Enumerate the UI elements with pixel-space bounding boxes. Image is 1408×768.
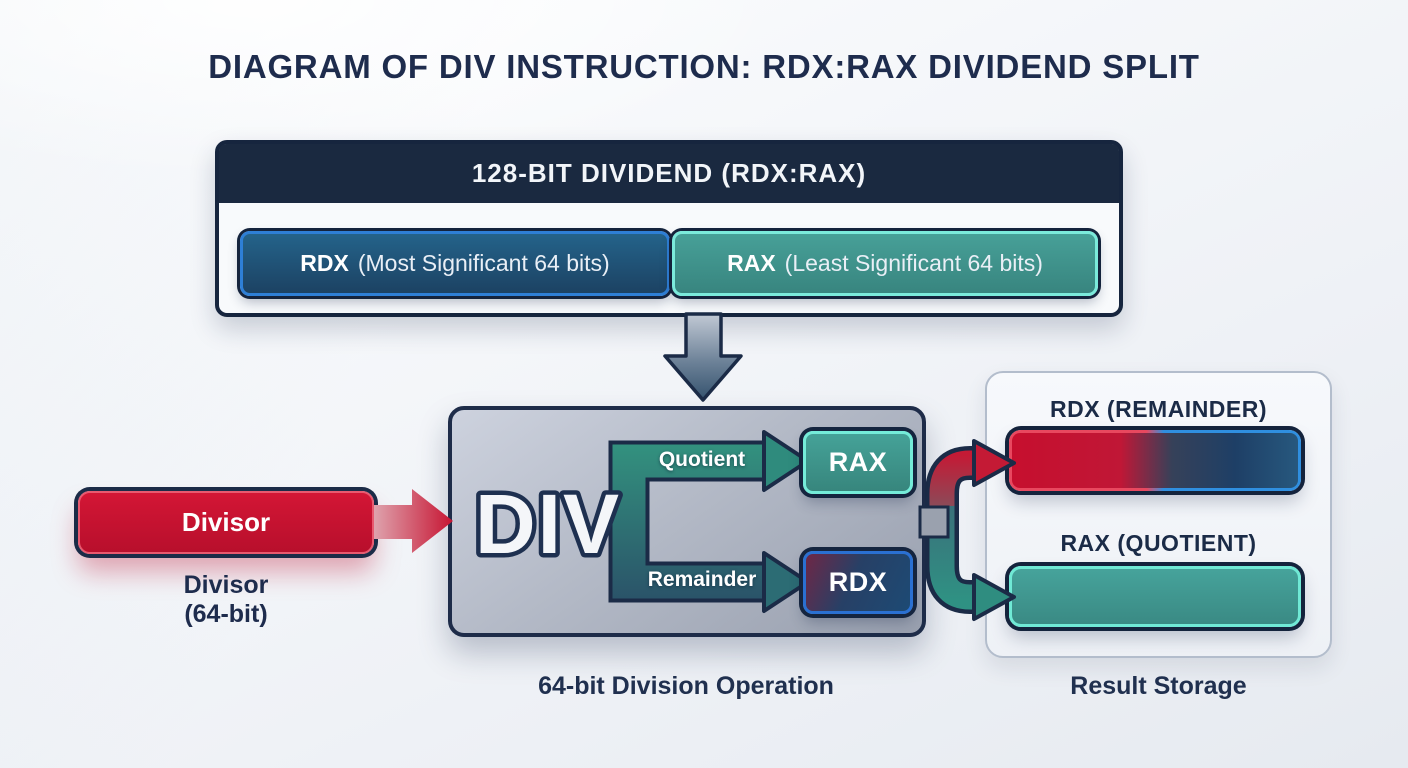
division-caption: 64-bit Division Operation: [538, 672, 834, 700]
rax-register-box: RAX (Least Significant 64 bits): [672, 231, 1098, 296]
page-title: DIAGRAM OF DIV INSTRUCTION: RDX:RAX DIVI…: [208, 48, 1200, 85]
rax-register-name: RAX: [727, 250, 776, 276]
dividend-box: 128-BIT DIVIDEND (RDX:RAX) RDX (Most Sig…: [215, 140, 1123, 317]
divisor-box: Divisor: [78, 491, 374, 554]
divisor-caption: Divisor (64-bit): [78, 571, 374, 629]
result-rdx-label: RDX (REMAINDER): [1049, 396, 1268, 422]
result-rdx-bar-fill: [1012, 433, 1298, 488]
divisor-caption-line1: Divisor: [183, 571, 269, 599]
rax-register-desc: (Least Significant 64 bits): [784, 250, 1043, 276]
div-rax-output-box: RAX: [803, 431, 913, 494]
result-rax-bar: [1009, 566, 1301, 627]
rdx-register-name: RDX: [300, 250, 349, 276]
result-rax-label: RAX (QUOTIENT): [1060, 530, 1257, 556]
rdx-register-desc: (Most Significant 64 bits): [357, 250, 610, 276]
dividend-header: 128-BIT DIVIDEND (RDX:RAX): [219, 144, 1119, 203]
result-rdx-bar: [1009, 430, 1301, 491]
remainder-flow-label: Remainder: [647, 568, 757, 591]
rdx-register-box: RDX (Most Significant 64 bits): [240, 231, 670, 296]
result-storage-panel: RDX (REMAINDER) RAX (QUOTIENT): [985, 371, 1332, 658]
result-storage-caption: Result Storage: [1070, 672, 1247, 700]
quotient-flow-label: Quotient: [658, 448, 746, 471]
div-rdx-output-box: RDX: [803, 551, 913, 614]
divisor-caption-line2: (64-bit): [184, 599, 268, 628]
